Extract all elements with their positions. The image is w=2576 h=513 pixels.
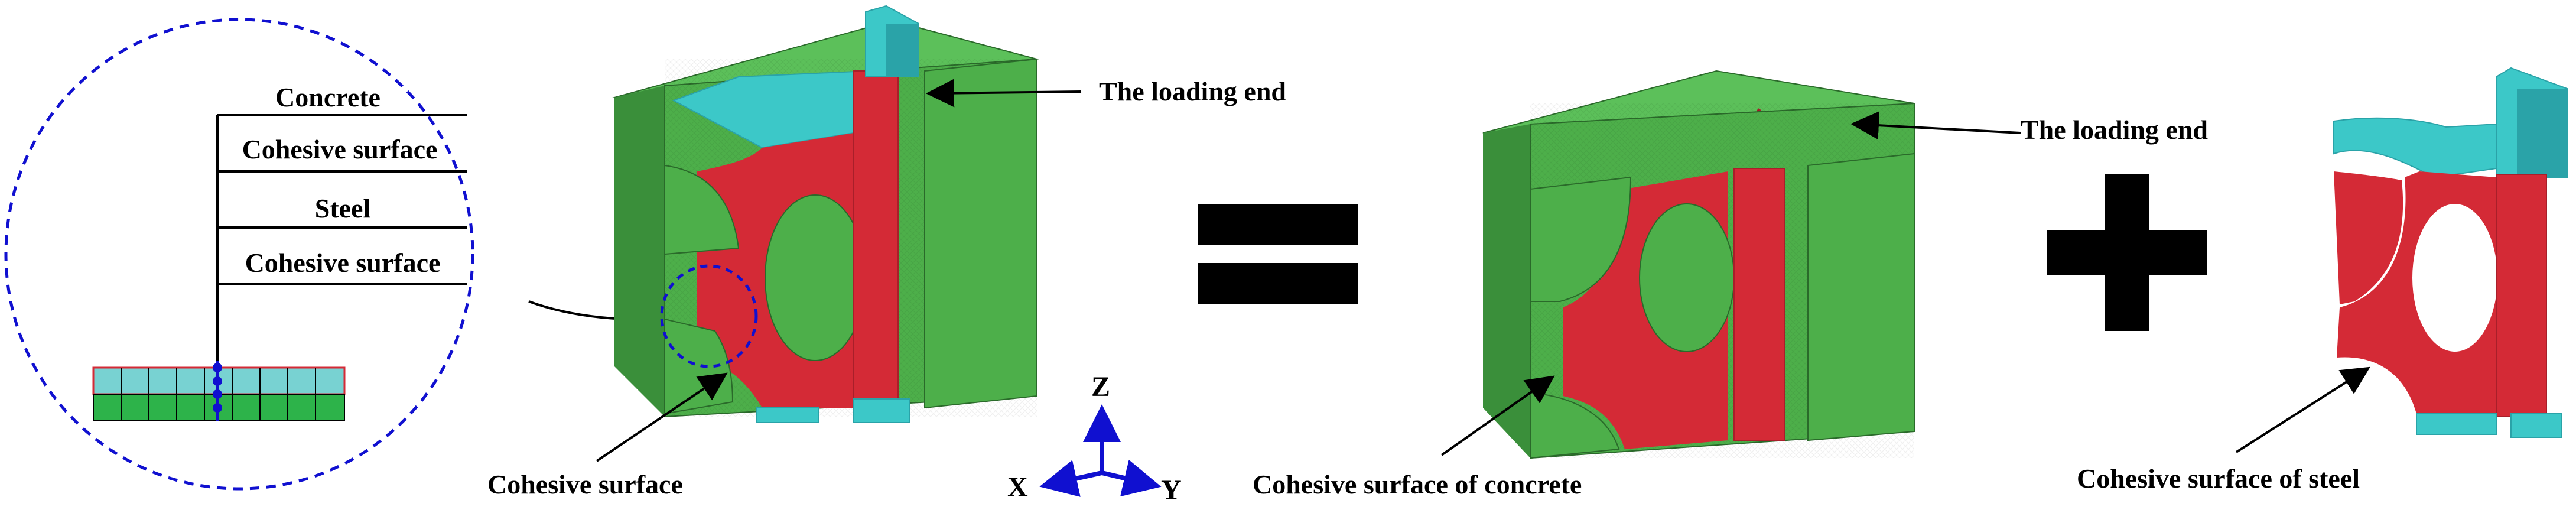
detail-label-cohesive-2: Cohesive surface [245, 248, 441, 278]
steel-model: Cohesive surface of steel [2077, 67, 2568, 493]
full-model: The loading end Cohesive surface [487, 5, 1286, 499]
label-loading-end-2: The loading end [2021, 115, 2208, 145]
detail-callout: Concrete Cohesive surface Steel Cohesive… [4, 18, 669, 491]
concrete-model: The loading end Cohesive surface of conc… [1253, 70, 2208, 499]
coordinate-axes: Z X Y [1007, 371, 1182, 506]
label-loading-end-1: The loading end [1099, 76, 1286, 106]
label-cohesive-concrete: Cohesive surface of concrete [1253, 469, 1582, 499]
label-cohesive-surface: Cohesive surface [487, 469, 683, 499]
axis-label-x: X [1007, 472, 1028, 503]
detail-dashed-circle [4, 18, 474, 491]
axis-label-z: Z [1091, 371, 1110, 402]
axis-label-y: Y [1161, 475, 1182, 506]
equals-sign [1198, 204, 1358, 304]
detail-label-cohesive-1: Cohesive surface [242, 134, 438, 164]
detail-source-circle [660, 264, 758, 368]
detail-label-concrete: Concrete [275, 82, 380, 112]
label-cohesive-steel: Cohesive surface of steel [2077, 463, 2360, 493]
plus-sign [2047, 174, 2207, 331]
detail-mesh-strip [92, 361, 346, 421]
detail-label-steel: Steel [315, 193, 371, 223]
